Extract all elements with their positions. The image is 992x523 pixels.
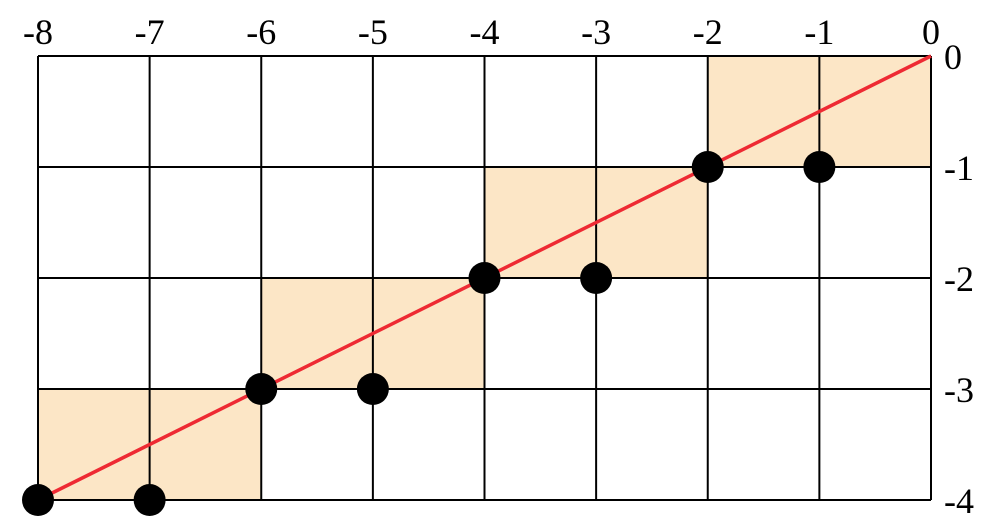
shaded-cell — [819, 56, 931, 167]
lattice-point — [691, 151, 724, 183]
grid-lines — [37, 55, 932, 501]
shaded-cell — [372, 278, 485, 389]
lattice-point — [468, 262, 501, 294]
shaded-cell — [707, 56, 820, 167]
axis-labels: -8 -7 -6 -5 -4 -3 -2 -1 00 -1 -2 -3 -4 — [23, 12, 974, 521]
y-axis-label: -2 — [944, 259, 974, 299]
lattice-points — [22, 151, 836, 516]
x-axis-label: -2 — [693, 12, 723, 52]
shaded-cells — [38, 56, 931, 500]
x-axis-label: -8 — [23, 12, 53, 52]
lattice-point — [803, 151, 836, 183]
y-axis-label: -4 — [944, 481, 974, 518]
x-axis-label: -1 — [804, 12, 834, 52]
y-axis-label: -3 — [944, 370, 974, 410]
x-axis-label: 0 — [922, 12, 940, 52]
x-axis-label: -5 — [358, 12, 388, 52]
shaded-cell — [149, 389, 262, 500]
x-axis-label: -7 — [135, 12, 165, 52]
x-axis-label: -4 — [470, 12, 500, 52]
lattice-point — [22, 484, 54, 516]
shaded-cell — [38, 389, 150, 500]
lattice-point — [580, 262, 613, 294]
lattice-point — [133, 484, 166, 516]
shaded-cell — [484, 167, 597, 278]
y-axis-label: 0 — [944, 37, 962, 77]
x-axis-label: -3 — [581, 12, 611, 52]
lattice-point — [356, 373, 389, 405]
lattice-point — [245, 373, 278, 405]
x-axis-label: -6 — [246, 12, 276, 52]
shaded-cell — [261, 278, 373, 389]
y-axis-label: -1 — [944, 148, 974, 188]
shaded-cell — [596, 167, 708, 278]
